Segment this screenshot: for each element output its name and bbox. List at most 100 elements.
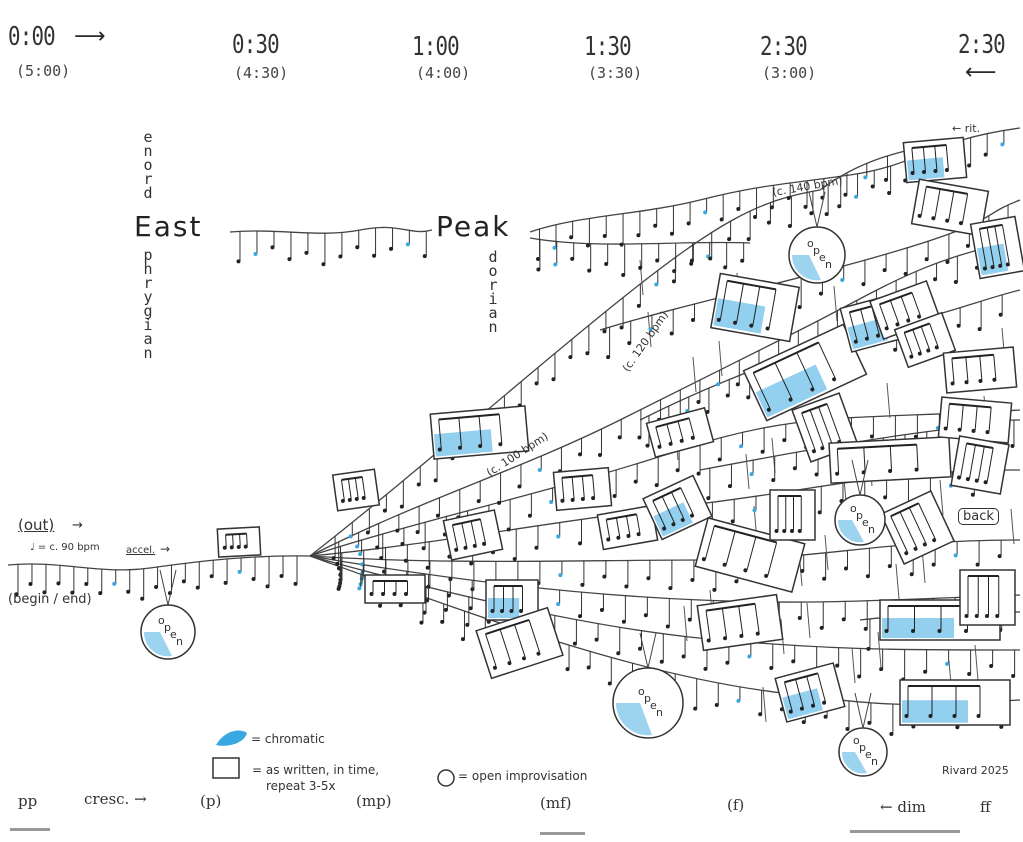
note-head bbox=[893, 347, 898, 352]
note-head bbox=[840, 277, 845, 282]
note-head bbox=[251, 577, 256, 582]
time-mark-end: 2:30 bbox=[958, 30, 1006, 60]
note-head bbox=[931, 562, 936, 567]
connector-line bbox=[939, 479, 944, 516]
beam bbox=[561, 474, 593, 479]
box-swatch bbox=[212, 757, 240, 779]
note-head bbox=[594, 637, 599, 642]
box-frame bbox=[910, 178, 990, 237]
note-stem bbox=[451, 524, 458, 549]
note-stem bbox=[666, 423, 673, 443]
note-head bbox=[931, 216, 936, 221]
note-head bbox=[527, 513, 532, 518]
note-head bbox=[727, 237, 732, 242]
note-stem bbox=[499, 629, 512, 662]
note-head bbox=[983, 480, 988, 485]
note-head bbox=[917, 351, 922, 356]
note-head bbox=[736, 698, 741, 703]
right-arrow-icon: ⟶ bbox=[74, 24, 106, 49]
title-east: East bbox=[134, 210, 202, 243]
chromatic-shading bbox=[143, 632, 172, 657]
time-alt-0: (5:00) bbox=[16, 62, 71, 80]
rit-label: ← rit. bbox=[952, 122, 981, 135]
note-head bbox=[992, 377, 997, 382]
repeat-box bbox=[769, 489, 816, 541]
note-stem bbox=[438, 419, 442, 449]
repeat-box bbox=[899, 679, 1011, 726]
connector-line bbox=[692, 356, 697, 393]
note-stem bbox=[347, 478, 352, 499]
note-head bbox=[669, 231, 674, 236]
note-head bbox=[922, 542, 927, 547]
note-head bbox=[365, 530, 370, 535]
chromatic-shading bbox=[882, 618, 954, 638]
hanging-line bbox=[647, 632, 657, 669]
note-head bbox=[604, 262, 609, 267]
note-head bbox=[945, 661, 950, 666]
note-head bbox=[287, 257, 292, 262]
note-head bbox=[500, 609, 504, 613]
note-head bbox=[643, 613, 648, 618]
note-head bbox=[809, 211, 814, 216]
note-head bbox=[482, 541, 487, 546]
note-head bbox=[814, 472, 819, 477]
note-stem bbox=[817, 673, 826, 702]
note-head bbox=[602, 233, 607, 238]
box-frame bbox=[552, 466, 613, 512]
legend-circle: = open improvisation bbox=[458, 769, 588, 783]
note-head bbox=[967, 671, 972, 676]
note-head bbox=[904, 714, 909, 718]
repeat-box bbox=[709, 272, 801, 343]
note-head bbox=[492, 665, 497, 670]
note-stem bbox=[809, 409, 824, 447]
note-head bbox=[617, 435, 622, 440]
note-head bbox=[679, 438, 684, 443]
note-stem bbox=[661, 496, 675, 523]
note-head bbox=[654, 483, 659, 488]
beam bbox=[727, 279, 777, 291]
connector-line bbox=[806, 602, 811, 639]
note-head bbox=[621, 273, 626, 278]
note-head bbox=[624, 584, 629, 589]
note-stem bbox=[498, 414, 503, 444]
time-mark-4: 2:30 bbox=[760, 32, 808, 62]
note-head bbox=[321, 262, 326, 267]
note-stem bbox=[986, 447, 994, 482]
note-stem bbox=[705, 525, 715, 559]
hanging-line bbox=[862, 692, 872, 729]
note-head bbox=[549, 499, 554, 504]
note-stem bbox=[903, 332, 913, 356]
note-stem bbox=[920, 326, 930, 350]
circle-letter: o bbox=[638, 685, 645, 698]
connector-line bbox=[745, 453, 750, 490]
note-head bbox=[690, 513, 695, 518]
beam bbox=[979, 223, 1003, 230]
note-head bbox=[835, 663, 840, 668]
note-head bbox=[536, 256, 541, 261]
repeat-box bbox=[893, 311, 957, 369]
circle-letter: o bbox=[850, 502, 857, 515]
note-stem bbox=[948, 191, 955, 221]
note-head bbox=[999, 724, 1004, 729]
note-head bbox=[734, 579, 739, 584]
beam bbox=[606, 513, 637, 521]
circle-letter: n bbox=[656, 706, 663, 719]
note-head bbox=[347, 497, 352, 502]
note-head bbox=[861, 282, 866, 287]
note-head bbox=[377, 603, 382, 608]
note-head bbox=[395, 528, 400, 533]
staff-line bbox=[309, 239, 1021, 557]
note-head bbox=[140, 596, 145, 601]
note-head bbox=[819, 625, 824, 630]
beam bbox=[652, 486, 682, 502]
left-arrow-icon: ⟵ bbox=[965, 60, 997, 85]
note-stem bbox=[1001, 224, 1010, 264]
note-head bbox=[580, 497, 585, 502]
beam bbox=[911, 143, 947, 149]
note-stem bbox=[479, 519, 486, 543]
circle-letter: p bbox=[859, 741, 866, 754]
note-stem bbox=[705, 610, 711, 640]
note-stem bbox=[911, 147, 915, 172]
note-head bbox=[534, 545, 539, 550]
note-stem bbox=[514, 624, 526, 658]
